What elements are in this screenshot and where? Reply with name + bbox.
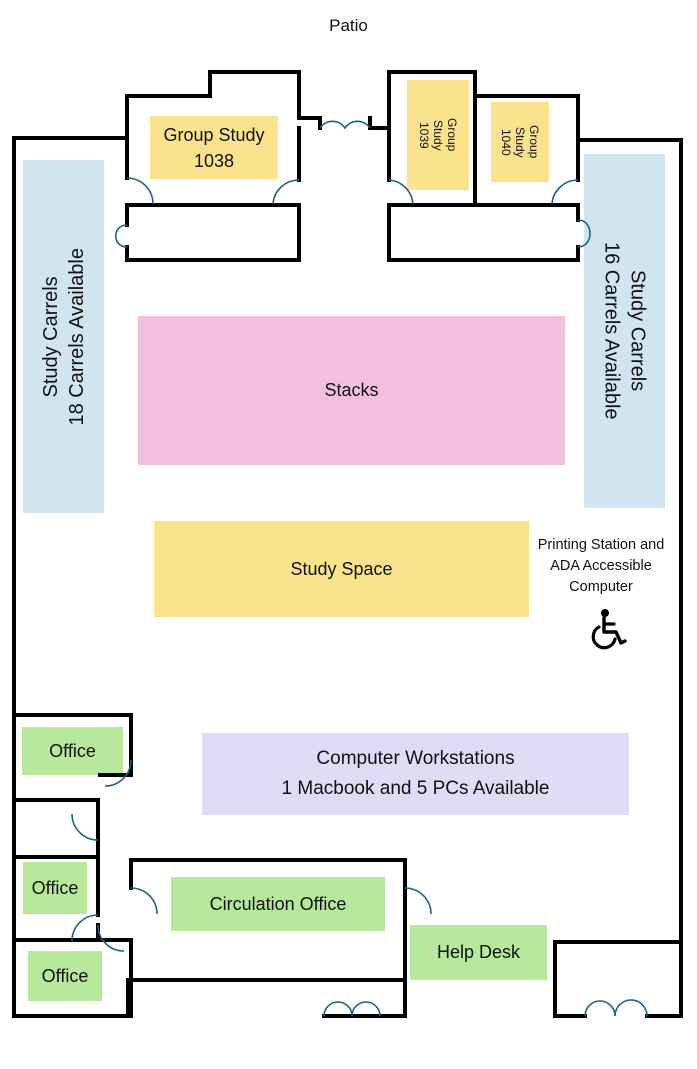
study-carrels-right-line2: 16 Carrels Available	[600, 242, 623, 420]
computer-workstations-area	[202, 733, 629, 815]
group-study-1038-label[interactable]: Group Study 1038	[150, 116, 278, 179]
group-study-1040-label[interactable]: Group Study 1040	[491, 102, 549, 182]
computer-workstations-label[interactable]: Computer Workstations 1 Macbook and 5 PC…	[202, 733, 629, 815]
study-carrels-left-label[interactable]: Study Carrels 18 Carrels Available	[23, 160, 104, 513]
group-study-1039-line1: Group	[445, 118, 459, 152]
printing-line2: ADA Accessible	[550, 557, 652, 574]
help-desk-area	[410, 925, 547, 980]
office-2-area	[23, 862, 87, 914]
circulation-office-label[interactable]: Circulation Office	[209, 893, 347, 914]
workstations-line1: Computer Workstations	[316, 748, 515, 769]
study-carrels-right-line1: Study Carrels	[626, 270, 649, 392]
study-carrels-right-label[interactable]: Study Carrels 16 Carrels Available	[584, 154, 665, 508]
study-carrels-left-area	[23, 160, 104, 513]
study-carrels-right-area	[584, 154, 665, 508]
office-1-label[interactable]: Office	[49, 740, 96, 761]
help-desk-label[interactable]: Help Desk	[436, 942, 521, 962]
printing-station-label[interactable]: Printing Station and ADA Accessible Comp…	[528, 532, 674, 600]
walls	[12, 70, 683, 1018]
group-study-1038-line1: Group Study	[163, 124, 265, 145]
study-carrels-left-line2: 18 Carrels Available	[65, 247, 88, 426]
group-study-1040-area	[491, 102, 549, 182]
group-study-1040-line3: 1040	[499, 128, 513, 156]
office-3-label[interactable]: Office	[41, 965, 89, 986]
group-study-1040-line2: Study	[513, 126, 527, 158]
circulation-office-area	[171, 877, 385, 931]
study-carrels-left-line1: Study Carrels	[39, 275, 62, 398]
group-study-1039-area	[407, 80, 469, 190]
office-1-area	[22, 727, 123, 775]
office-2-label[interactable]: Office	[31, 877, 79, 898]
printing-line1: Printing Station and	[537, 536, 665, 553]
office-3-area	[28, 951, 102, 1001]
workstations-line2: 1 Macbook and 5 PCs Available	[281, 778, 550, 799]
study-space-area	[154, 521, 529, 617]
group-study-1038-line2: 1038	[193, 150, 235, 171]
stacks-label[interactable]: Stacks	[324, 380, 379, 400]
group-study-1039-line2: Study	[431, 119, 445, 151]
printing-line3: Computer	[569, 578, 633, 595]
stacks-area	[138, 316, 565, 465]
group-study-1039-line3: 1039	[417, 121, 431, 149]
group-study-1040-line1: Group	[527, 125, 541, 159]
wheelchair-icon	[591, 609, 627, 650]
patio-label: Patio	[329, 16, 368, 35]
group-study-1039-label[interactable]: Group Study 1039	[407, 80, 469, 190]
group-study-1038-area	[150, 116, 278, 179]
study-space-label[interactable]: Study Space	[290, 558, 393, 579]
door-swings	[71, 120, 648, 1017]
